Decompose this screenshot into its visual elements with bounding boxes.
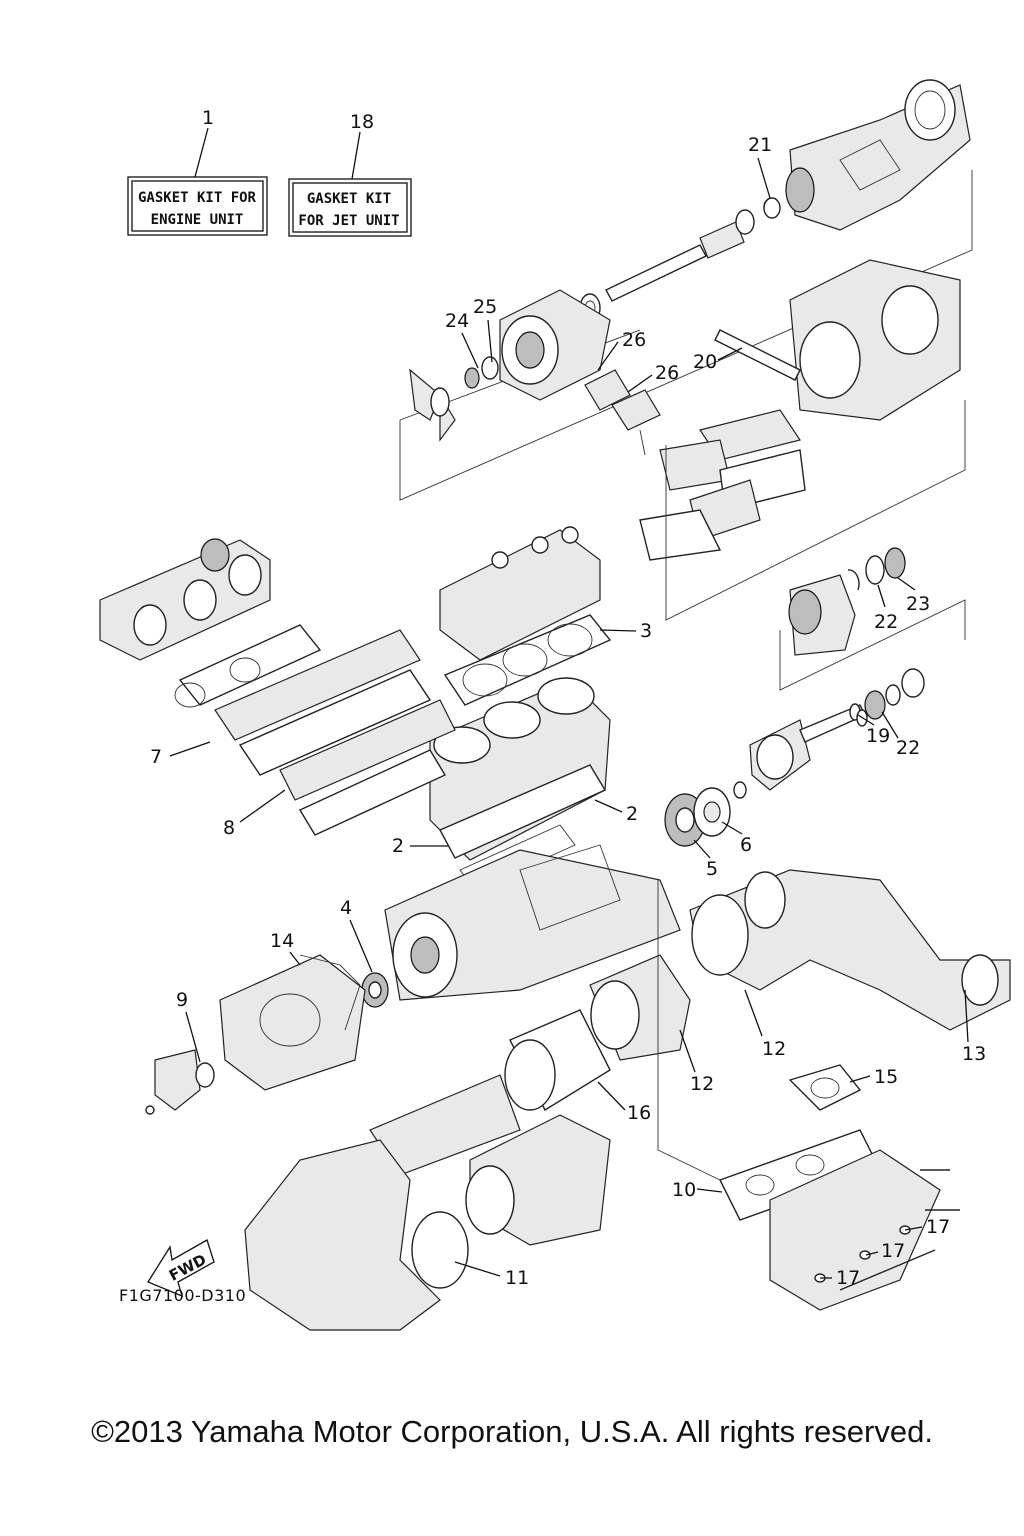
cylinder-head xyxy=(439,526,601,661)
jet-intake-duct xyxy=(639,259,961,561)
callout-15: 15 xyxy=(874,1066,898,1088)
callout-22-b: 22 xyxy=(896,737,920,759)
callout-6: 6 xyxy=(740,834,752,856)
flywheel-cover xyxy=(219,954,366,1091)
o-ring-21-shape xyxy=(763,197,781,219)
intake-manifold xyxy=(99,538,271,661)
drive-shaft xyxy=(579,198,777,323)
bracket-line-2 xyxy=(657,1149,721,1181)
coupling-shaft xyxy=(749,668,925,791)
callout-5: 5 xyxy=(706,858,718,880)
impeller xyxy=(409,368,456,442)
diagram-code: F1G7100-D310 xyxy=(119,1286,246,1305)
callout-12-b: 12 xyxy=(690,1073,714,1095)
callout-8: 8 xyxy=(223,817,235,839)
callout-19: 19 xyxy=(866,725,890,747)
callout-26-b: 26 xyxy=(655,362,679,384)
callout-10: 10 xyxy=(672,1179,696,1201)
callout-22-a: 22 xyxy=(874,611,898,633)
jet-nozzle-assembly xyxy=(785,79,971,231)
exhaust-manifold xyxy=(719,1064,960,1311)
callout-23: 23 xyxy=(906,593,930,615)
crankshaft-oil-seal xyxy=(361,972,389,1008)
callout-14: 14 xyxy=(270,930,294,952)
gasket-kit-jet-box: GASKET KIT FOR JET UNIT 18 xyxy=(288,111,412,237)
kit-engine-line1: GASKET KIT FOR xyxy=(138,190,257,206)
callout-3: 3 xyxy=(640,620,652,642)
callout-21: 21 xyxy=(748,134,772,156)
kit-jet-line2: FOR JET UNIT xyxy=(298,213,399,229)
callout-25: 25 xyxy=(473,296,497,318)
kit-engine-line2: ENGINE UNIT xyxy=(151,212,244,228)
exhaust-pipe xyxy=(689,869,1011,1031)
exhaust-chamber xyxy=(369,954,691,1176)
callout-2-a: 2 xyxy=(626,803,638,825)
callout-9: 9 xyxy=(176,989,188,1011)
callout-17-b: 17 xyxy=(881,1240,905,1262)
callout-17-c: 17 xyxy=(836,1267,860,1289)
callout-24: 24 xyxy=(445,310,469,332)
oil-pump xyxy=(145,1049,215,1115)
reed-valve-assembly xyxy=(174,624,456,836)
callout-7: 7 xyxy=(150,746,162,768)
callout-26-a: 26 xyxy=(622,329,646,351)
inspection-covers xyxy=(584,369,661,456)
gasket-11-shape xyxy=(411,1211,469,1289)
callout-16: 16 xyxy=(627,1102,651,1124)
callout-1: 1 xyxy=(202,107,214,129)
callout-17-a: 17 xyxy=(926,1216,950,1238)
callout-13: 13 xyxy=(962,1043,986,1065)
kit-jet-line1: GASKET KIT xyxy=(307,191,391,207)
callout-12-a: 12 xyxy=(762,1038,786,1060)
crankcase xyxy=(384,844,681,1001)
impeller-housing xyxy=(464,289,611,401)
callouts: 21 24 25 26 26 20 22 23 3 7 8 19 22 2 5 … xyxy=(150,134,986,1289)
drive-bracket xyxy=(665,400,966,621)
bearing-housing xyxy=(779,547,966,691)
gasket-kit-engine-box: GASKET KIT FOR ENGINE UNIT 1 xyxy=(127,107,268,236)
head-gasket xyxy=(443,614,612,706)
callout-20: 20 xyxy=(693,351,717,373)
callout-18: 18 xyxy=(350,111,374,133)
callout-2-b: 2 xyxy=(392,835,404,857)
copyright-notice: ©2013 Yamaha Motor Corporation, U.S.A. A… xyxy=(91,1414,933,1449)
callout-4: 4 xyxy=(340,897,352,919)
water-box xyxy=(244,1114,611,1331)
callout-11: 11 xyxy=(505,1267,529,1289)
oil-seal-collar xyxy=(664,781,747,847)
